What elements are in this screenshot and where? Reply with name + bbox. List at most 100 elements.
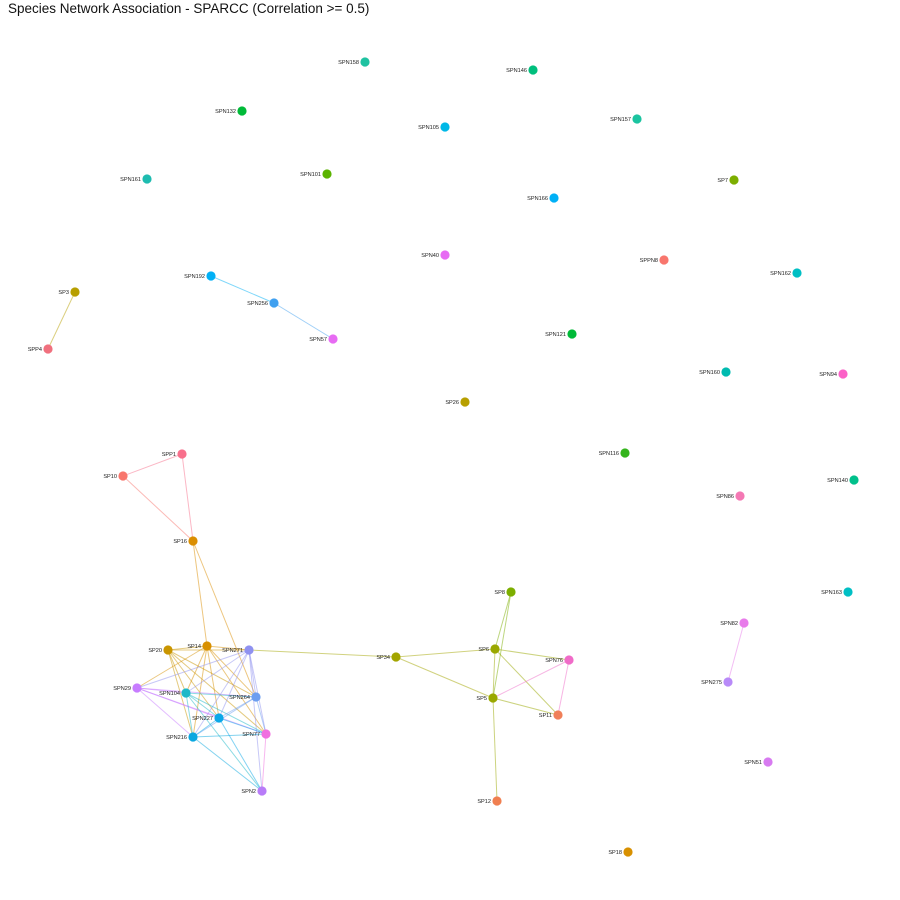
node-marker[interactable] — [506, 587, 516, 597]
node-marker[interactable] — [360, 57, 370, 67]
node-marker[interactable] — [721, 367, 731, 377]
node-marker[interactable] — [70, 287, 80, 297]
node-marker[interactable] — [177, 449, 187, 459]
node-marker[interactable] — [251, 692, 261, 702]
node-marker[interactable] — [567, 329, 577, 339]
node-marker[interactable] — [553, 710, 563, 720]
node-SPN140[interactable]: SPN140 — [827, 475, 859, 485]
node-marker[interactable] — [257, 786, 267, 796]
node-SP12[interactable]: SP12 — [477, 796, 502, 806]
node-SPN94[interactable]: SPN94 — [819, 369, 848, 379]
node-SPN57[interactable]: SPN57 — [309, 334, 338, 344]
node-SPN29[interactable]: SPN29 — [113, 683, 142, 693]
node-SP20[interactable]: SP20 — [148, 645, 173, 655]
node-SP34[interactable]: SP34 — [376, 652, 401, 662]
node-SP6[interactable]: SP6 — [478, 644, 500, 654]
node-SPN227[interactable]: SPN227 — [192, 713, 224, 723]
node-SPPN8[interactable]: SPPN8 — [640, 255, 669, 265]
node-marker[interactable] — [132, 683, 142, 693]
node-marker[interactable] — [202, 641, 212, 651]
node-marker[interactable] — [181, 688, 191, 698]
node-marker[interactable] — [118, 471, 128, 481]
node-SPN105[interactable]: SPN105 — [418, 122, 450, 132]
node-marker[interactable] — [620, 448, 630, 458]
node-marker[interactable] — [214, 713, 224, 723]
node-SPN216[interactable]: SPN216 — [166, 732, 198, 742]
node-SP10[interactable]: SP10 — [103, 471, 128, 481]
node-SPN161[interactable]: SPN161 — [120, 174, 152, 184]
node-marker[interactable] — [739, 618, 749, 628]
node-SPN256[interactable]: SPN256 — [247, 298, 279, 308]
node-marker[interactable] — [440, 250, 450, 260]
node-SPN77[interactable]: SPN77 — [242, 729, 271, 739]
node-SPN160[interactable]: SPN160 — [699, 367, 731, 377]
node-SPP1[interactable]: SPP1 — [162, 449, 187, 459]
node-SP11[interactable]: SP11 — [539, 710, 563, 720]
node-marker[interactable] — [849, 475, 859, 485]
node-marker[interactable] — [391, 652, 401, 662]
node-SP26[interactable]: SP26 — [445, 397, 470, 407]
node-marker[interactable] — [488, 693, 498, 703]
node-SPN82[interactable]: SPN82 — [720, 618, 749, 628]
node-marker[interactable] — [490, 644, 500, 654]
node-marker[interactable] — [623, 847, 633, 857]
node-SPN101[interactable]: SPN101 — [300, 169, 332, 179]
node-label: SPN2 — [241, 789, 256, 795]
node-SPN146[interactable]: SPN146 — [506, 65, 538, 75]
node-marker[interactable] — [142, 174, 152, 184]
node-SP7[interactable]: SP7 — [717, 175, 739, 185]
node-SPP4[interactable]: SPP4 — [28, 344, 53, 354]
node-marker[interactable] — [43, 344, 53, 354]
node-marker[interactable] — [843, 587, 853, 597]
node-SP3[interactable]: SP3 — [58, 287, 80, 297]
node-SPN192[interactable]: SPN192 — [184, 271, 216, 281]
node-marker[interactable] — [440, 122, 450, 132]
node-marker[interactable] — [564, 655, 574, 665]
node-marker[interactable] — [763, 757, 773, 767]
node-SPN104[interactable]: SPN104 — [159, 688, 191, 698]
node-SPN275[interactable]: SPN275 — [701, 677, 733, 687]
node-SPN51[interactable]: SPN51 — [744, 757, 773, 767]
node-SPN40[interactable]: SPN40 — [421, 250, 450, 260]
node-SPN166[interactable]: SPN166 — [527, 193, 559, 203]
node-marker[interactable] — [322, 169, 332, 179]
node-SPN157[interactable]: SPN157 — [610, 114, 642, 124]
node-marker[interactable] — [729, 175, 739, 185]
node-marker[interactable] — [549, 193, 559, 203]
node-SPN271[interactable]: SPN271 — [222, 645, 254, 655]
node-SPN162[interactable]: SPN162 — [770, 268, 802, 278]
node-SPN86[interactable]: SPN86 — [716, 491, 745, 501]
node-marker[interactable] — [659, 255, 669, 265]
node-marker[interactable] — [244, 645, 254, 655]
node-SP14[interactable]: SP14 — [187, 641, 212, 651]
node-SPN264[interactable]: SPN264 — [229, 692, 261, 702]
node-marker[interactable] — [188, 732, 198, 742]
node-SP5[interactable]: SP5 — [476, 693, 498, 703]
node-marker[interactable] — [188, 536, 198, 546]
node-marker[interactable] — [838, 369, 848, 379]
node-marker[interactable] — [528, 65, 538, 75]
node-SP18[interactable]: SP18 — [608, 847, 633, 857]
node-marker[interactable] — [792, 268, 802, 278]
node-marker[interactable] — [632, 114, 642, 124]
node-SPN76[interactable]: SPN76 — [545, 655, 574, 665]
node-marker[interactable] — [492, 796, 502, 806]
node-SPN163[interactable]: SPN163 — [821, 587, 853, 597]
node-marker[interactable] — [261, 729, 271, 739]
node-marker[interactable] — [723, 677, 733, 687]
node-marker[interactable] — [328, 334, 338, 344]
node-SP8[interactable]: SP8 — [494, 587, 516, 597]
node-marker[interactable] — [735, 491, 745, 501]
node-marker[interactable] — [163, 645, 173, 655]
node-SPN158[interactable]: SPN158 — [338, 57, 370, 67]
node-marker[interactable] — [460, 397, 470, 407]
node-SPN121[interactable]: SPN121 — [545, 329, 577, 339]
node-marker[interactable] — [206, 271, 216, 281]
node-marker[interactable] — [269, 298, 279, 308]
node-marker[interactable] — [237, 106, 247, 116]
node-SP16[interactable]: SP16 — [173, 536, 198, 546]
node-SPN132[interactable]: SPN132 — [215, 106, 247, 116]
node-SPN116[interactable]: SPN116 — [599, 448, 630, 458]
node-SPN2[interactable]: SPN2 — [241, 786, 267, 796]
